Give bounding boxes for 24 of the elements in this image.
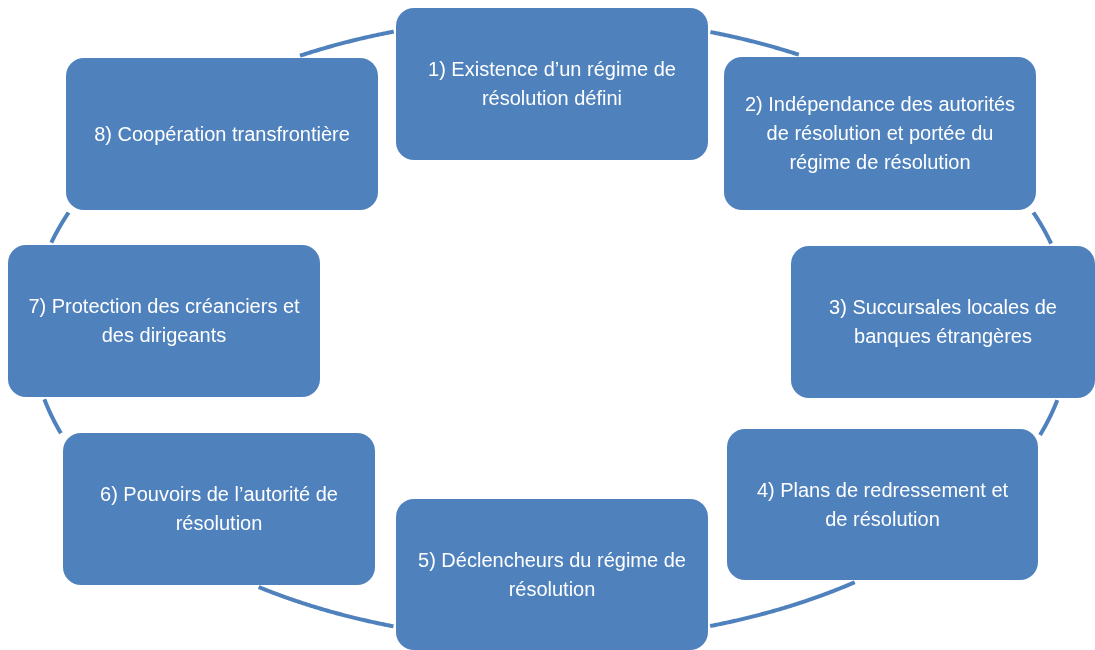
box-label: 3) Succursales locales de banques étrangères bbox=[828, 295, 1058, 349]
process-box bbox=[791, 246, 1095, 398]
connector-arc bbox=[709, 580, 856, 628]
process-box bbox=[727, 429, 1038, 580]
connector-arc bbox=[298, 29, 395, 58]
box-label: 4) Plans de redressement et de résolution bbox=[755, 477, 1010, 532]
box-label: 2) Indépendance des autorités de résolution et portée du régime de résolution bbox=[743, 92, 1017, 175]
process-box bbox=[396, 8, 708, 160]
box-label: 1) Existence d’un régime de résolution défini bbox=[427, 57, 677, 111]
connector-arc bbox=[257, 585, 395, 629]
connector-arc bbox=[709, 30, 800, 57]
connector-arc bbox=[1031, 211, 1053, 245]
box-label: 6) Pouvoirs de l’autorité de résolution bbox=[99, 482, 339, 536]
process-box bbox=[724, 57, 1036, 210]
box-label: 7) Protection des créanciers et des dirigeants bbox=[27, 294, 301, 348]
connector-arc bbox=[42, 397, 63, 435]
process-box bbox=[63, 433, 375, 585]
connector-arc bbox=[1038, 398, 1060, 437]
process-box bbox=[66, 58, 378, 210]
process-box bbox=[396, 499, 708, 650]
process-box bbox=[8, 245, 320, 397]
box-label: 8) Coopération transfrontière bbox=[94, 121, 350, 147]
box-label: 5) Déclencheurs du régime de résolution bbox=[417, 547, 687, 602]
connector-arc bbox=[49, 211, 71, 245]
